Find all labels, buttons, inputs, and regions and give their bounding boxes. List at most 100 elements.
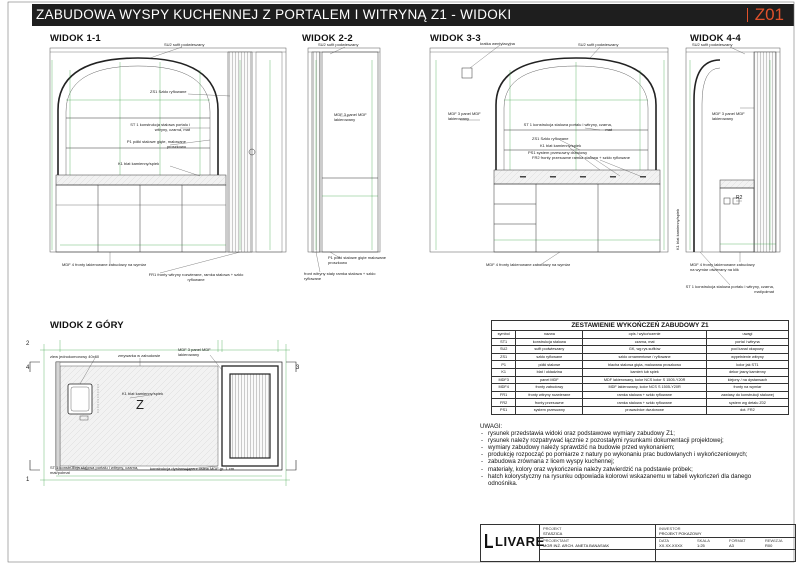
schedule-header: nazwa bbox=[515, 330, 584, 339]
top-note-konstr: konstrukcja dystansująca z listew MDF gr… bbox=[150, 466, 235, 471]
top-view-title: WIDOK Z GÓRY bbox=[50, 320, 124, 331]
cell: portal i witryna bbox=[705, 337, 790, 347]
view-1-1-title: WIDOK 1-1 bbox=[50, 33, 101, 44]
cell: K1 bbox=[490, 367, 517, 377]
remarks-block: UWAGI: rysunek przedstawia widoki oraz p… bbox=[480, 423, 780, 487]
tb-divider bbox=[539, 549, 795, 550]
finishes-schedule: ZESTAWIENIE WYKOŃCZEŃ ZABUDOWY Z1 symbol… bbox=[490, 320, 790, 415]
v33-note-kratka: kratka wentylacyjna bbox=[480, 41, 515, 46]
schedule-header: opis / wykończenie bbox=[582, 330, 707, 339]
v44-note-r2: R2 bbox=[736, 195, 743, 201]
cell: FR2 bbox=[490, 398, 517, 407]
v11-note-su2: SU2 sufit podwieszany bbox=[164, 42, 205, 47]
cell: kamień lub spiek bbox=[582, 367, 707, 377]
remarks-heading: UWAGI: bbox=[480, 423, 503, 430]
cell: MDF lakierowany, kolor NCS kolor S 1505-… bbox=[582, 375, 707, 385]
top-note-mdf3: MDF 3 panel MDF lakierowany bbox=[178, 347, 211, 357]
v44-note-k1: K1 blat kamienny/spiek bbox=[675, 208, 680, 250]
v33-note-k1: K1 blat kamienny/spiek bbox=[540, 143, 582, 148]
tb-label: SKALA bbox=[697, 538, 710, 543]
view-2-2-title: WIDOK 2-2 bbox=[302, 33, 353, 44]
cell: blacha stalowa gięta, malowana proszkowo bbox=[582, 360, 707, 369]
cell: FR1 bbox=[490, 390, 517, 400]
top-note-zmyw: zmywarka w zabudowie bbox=[118, 353, 161, 358]
cell: P1 bbox=[490, 360, 517, 369]
tb-value: STASZICA bbox=[543, 531, 563, 536]
view-3-3-drawing bbox=[429, 44, 669, 266]
v22-note-mdf3: MDF 3 panel MDF lakierowany bbox=[334, 112, 367, 122]
v33-note-fr2: FR2 fronty przesuwne ramka stalowa + szk… bbox=[532, 155, 630, 160]
cell: fronty witryny rozwierane bbox=[515, 390, 584, 400]
schedule-caption: ZESTAWIENIE WYKOŃCZEŃ ZABUDOWY Z1 bbox=[491, 320, 789, 331]
v11-note-st1: ST 1 konstrukcja stalowa portalu i witry… bbox=[130, 122, 190, 132]
v22-note-front: front witryny stały ramka stalowa + szkł… bbox=[304, 271, 376, 281]
v11-note-p1: P1 półki stalowe gięte, malowane proszko… bbox=[126, 139, 186, 149]
cell: półki stalowe bbox=[515, 360, 584, 369]
cell: MDF3 bbox=[490, 375, 517, 385]
remarks-list: rysunek przedstawia widoki oraz podstawo… bbox=[480, 430, 780, 487]
cell: MDF4 bbox=[490, 383, 517, 392]
tb-label: REWIZJA bbox=[765, 538, 783, 543]
cell: SU2 bbox=[490, 345, 517, 354]
v44-note-su2: SU2 sufit podwieszany bbox=[692, 42, 733, 47]
v44-note-st1: ST 1 konstrukcja stalowa portalu i witry… bbox=[685, 284, 774, 294]
v33-note-ps1: PS1 system przesuwny drzwiowy bbox=[528, 150, 588, 155]
tb-divider bbox=[655, 525, 656, 561]
cell: prowadnice dwutorowe bbox=[582, 405, 707, 415]
top-note-zlew: zlew jednokomorowy 40x60 bbox=[50, 354, 100, 359]
cell: GK, wg rys.sufitów bbox=[582, 345, 707, 354]
sheet-header: ZABUDOWA WYSPY KUCHENNEJ Z PORTALEM I WI… bbox=[32, 4, 794, 26]
tb-value: PROJEKT POKAZOWY bbox=[659, 531, 702, 536]
cell: PS1 bbox=[490, 405, 517, 415]
v33-note-mdf4: MDF 4 fronty lakierowane zabudowy na wym… bbox=[486, 262, 571, 267]
tb-value: R00 bbox=[765, 543, 773, 548]
cell: MDF lakierowany, kolor NCS S 1505-Y20R bbox=[582, 383, 707, 392]
view-4-4-drawing bbox=[685, 46, 781, 286]
tb-value: 1:25 bbox=[697, 543, 705, 548]
cell: ramka stalowa + szkło ryflowane bbox=[582, 390, 707, 400]
section-marker-4: 4 bbox=[26, 365, 30, 371]
tb-divider bbox=[539, 537, 795, 538]
top-note-st1: ST 1 konstrukcja stalowa portalu i witry… bbox=[50, 465, 139, 475]
cell: klejony / na dystansach bbox=[705, 375, 790, 385]
sheet-title: ZABUDOWA WYSPY KUCHENNEJ Z PORTALEM I WI… bbox=[36, 7, 512, 22]
tb-label: DATA bbox=[659, 538, 670, 543]
cell: system wg detalu Z02 bbox=[705, 398, 790, 407]
v11-note-mdf4: MDF 4 fronty lakierowane zabudowy na wym… bbox=[62, 262, 147, 267]
v33-note-zs1: ZS1 Szkło ryflowane bbox=[532, 136, 569, 141]
cell: blat / okładzina bbox=[515, 367, 584, 377]
list-item: zabudowa zrównana z licem wyspy kuchenne… bbox=[481, 458, 780, 465]
cell: pod kanał okapowy bbox=[705, 345, 790, 354]
logo: LIVARE bbox=[481, 525, 544, 561]
schedule-header: uwagi bbox=[705, 330, 790, 339]
cell: ZS1 bbox=[490, 352, 517, 362]
tb-label: PROJEKTANT bbox=[543, 538, 570, 543]
cell: fronty przesuwne bbox=[515, 398, 584, 407]
cell: kolor jak ST1 bbox=[705, 360, 790, 369]
cell: sufit podwieszany bbox=[515, 345, 584, 354]
cell: ramka stalowa + szkło ryflowane bbox=[582, 398, 707, 407]
v22-note-su2: SU2 sufit podwieszany bbox=[318, 42, 359, 47]
tb-value: A3 bbox=[729, 543, 734, 548]
cell: szkło ryflowane bbox=[515, 352, 584, 362]
top-note-z: Z bbox=[136, 397, 144, 412]
tb-label: FORMAT bbox=[729, 538, 746, 543]
cell: dot. FR2 bbox=[705, 405, 790, 415]
sheet-border bbox=[7, 1, 795, 563]
v11-note-k1: K1 blat kamienny/spiek bbox=[118, 161, 160, 166]
logo-text: LIVARE bbox=[495, 534, 545, 549]
